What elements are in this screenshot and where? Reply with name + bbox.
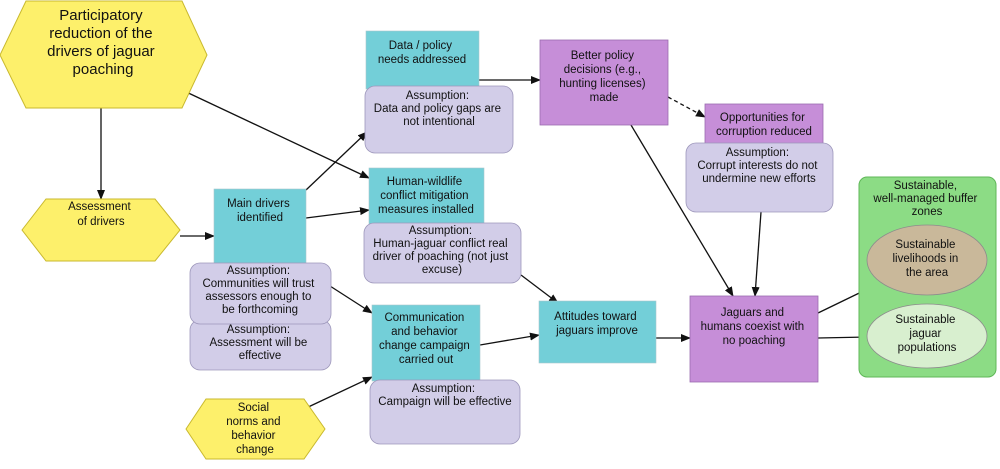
assump-campaign-label: Assumption: Campaign will be effective [378,383,511,408]
edge-communities-communication [329,285,373,314]
hwc-box [368,167,485,225]
node-hwc: Human-wildlife conflict mitigation measu… [368,167,485,225]
assump-communities-label: Assumption: Communities will trust asses… [202,265,317,316]
node-opportunities: Opportunities for corruption reduced [704,103,824,145]
communication-box [371,304,481,382]
edge-better-policy-coexist [630,124,734,297]
populations-ellipse [866,303,988,369]
livelihoods-label: Sustainable livelihoods in the area [892,239,961,279]
hwc-label: Human-wildlife conflict mitigation measu… [378,176,474,216]
opportunities-box [704,103,824,145]
coexist-box [689,295,819,383]
attitudes-label: Attitudes toward jaguars improve [554,311,640,337]
populations-label: Sustainable jaguar populations [895,314,958,354]
node-assump-corrupt: Assumption: Corrupt interests do not und… [685,142,834,213]
node-assump-assessment: Assumption: Assessment will be effective [189,319,332,371]
node-data-policy: Data / policy needs addressed [365,30,480,90]
assessment-label: Assessment of drivers [68,201,134,228]
participatory-hexagon [0,0,208,109]
livelihoods-ellipse [866,224,988,296]
node-livelihoods: Sustainable livelihoods in the area [866,224,988,296]
assump-corrupt-box [685,142,834,213]
node-attitudes: Attitudes toward jaguars improve [538,300,657,364]
edge-main-drivers-data-policy [305,131,368,191]
edge-participatory-hwc [181,89,370,179]
edge-social-norms-communication [303,376,373,410]
node-social-norms: Social norms and behavior change [185,398,326,460]
better-policy-box [539,39,669,126]
coexist-label: Jaguars and humans coexist with no poach… [701,307,808,347]
node-participatory: Participatory reduction of the drivers o… [0,0,208,109]
attitudes-box [538,300,657,364]
node-assump-campaign: Assumption: Campaign will be effective [369,379,521,445]
assump-corrupt-label: Assumption: Corrupt interests do not und… [697,147,820,185]
assump-data-box [364,85,514,154]
participatory-label: Participatory reduction of the drivers o… [47,7,159,78]
main-drivers-label: Main drivers identified [227,198,293,224]
node-coexist: Jaguars and humans coexist with no poach… [689,295,819,383]
node-better-policy: Better policy decisions (e.g., hunting l… [539,39,669,126]
node-assump-communities: Assumption: Communities will trust asses… [189,262,332,325]
edge-main-drivers-hwc [305,207,370,219]
node-assump-hjc: Assumption: Human-jaguar conflict real d… [363,222,522,284]
opportunities-label: Opportunities for corruption reduced [716,112,812,138]
assump-hjc-box [363,222,522,284]
edge-hjc-attitudes [520,274,559,304]
buffer-zones-label: Sustainable, well-managed buffer zones [872,180,980,218]
assump-assessment-label: Assumption: Assessment will be effective [210,324,311,362]
edge-communication-attitudes [479,332,540,346]
assump-hjc-label: Assumption: Human-jaguar conflict real d… [373,225,512,276]
node-populations: Sustainable jaguar populations [866,303,988,369]
node-assump-data: Assumption: Data and policy gaps are not… [364,85,514,154]
node-assessment: Assessment of drivers [21,198,181,262]
edge-corrupt-coexist [751,211,762,297]
assump-data-label: Assumption: Data and policy gaps are not… [374,90,504,128]
assump-communities-box [189,262,332,325]
node-communication: Communication and behavior change campai… [371,304,481,382]
social-norms-label: Social norms and behavior change [226,402,284,456]
edge-better-policy-opportunities [667,96,706,118]
assump-campaign-box [369,379,521,445]
social-norms-hexagon [185,398,326,460]
data-policy-label: Data / policy needs addressed [378,40,466,66]
assessment-hexagon [21,198,181,262]
main-drivers-box [213,188,307,264]
better-policy-label: Better policy decisions (e.g., hunting l… [559,50,649,104]
node-main-drivers: Main drivers identified [213,188,307,264]
edges [97,76,883,410]
communication-label: Communication and behavior change campai… [379,312,473,366]
